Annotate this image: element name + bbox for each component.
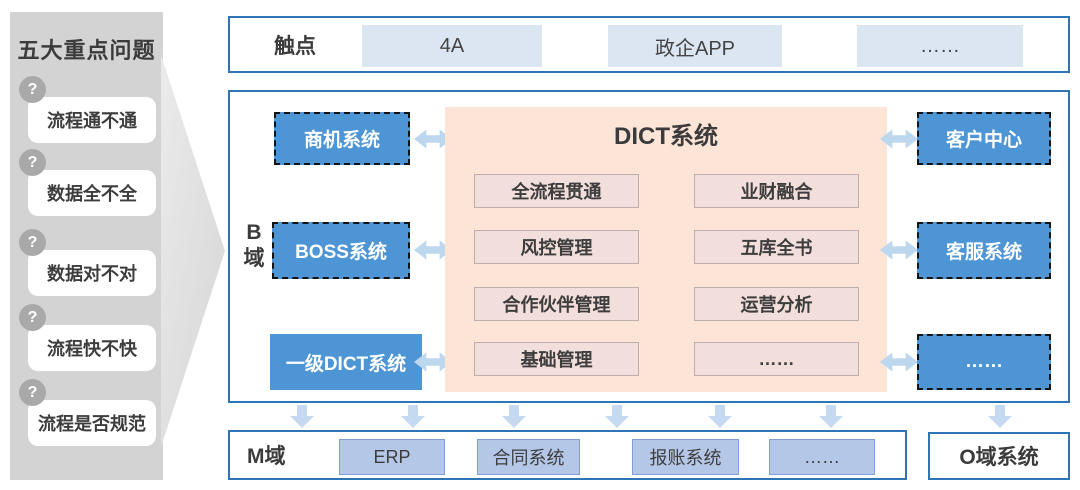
question-item: ? 数据全不全 (19, 149, 156, 216)
question-label: 流程通不通 (47, 111, 137, 131)
question-label: 流程快不快 (47, 339, 137, 359)
question-mark-icon: ? (19, 76, 46, 103)
touchpoint-chip-4a: 4A (362, 25, 542, 67)
system-box-customer-center: 客户中心 (917, 112, 1051, 165)
question-label: 数据全不全 (47, 184, 137, 204)
right-arrow-shape (161, 55, 225, 447)
down-arrow-icon (290, 405, 314, 428)
question-mark-icon: ? (19, 229, 46, 256)
double-arrow-icon (414, 240, 452, 260)
system-box-boss: BOSS系统 (272, 222, 410, 279)
m-domain-chip-erp: ERP (339, 439, 445, 475)
feature-box: 业财融合 (694, 174, 859, 208)
system-box-customer-service: 客服系统 (917, 222, 1051, 279)
dict-title: DICT系统 (614, 123, 718, 150)
touchpoint-chip-gov-app: 政企APP (608, 25, 782, 67)
double-arrow-icon (880, 240, 918, 260)
m-domain-chip-contract: 合同系统 (477, 439, 580, 475)
feature-box: 合作伙伴管理 (474, 287, 639, 321)
question-mark-icon: ? (19, 149, 46, 176)
question-item: ? 流程通不通 (19, 76, 156, 143)
down-arrow-icon (401, 405, 425, 428)
double-arrow-icon (414, 352, 452, 372)
b-domain-panel: B域 商机系统 BOSS系统 一级DICT系统 DICT系统 全流程贯通 业财融… (228, 90, 1070, 403)
question-item: ? 数据对不对 (19, 229, 156, 296)
double-arrow-icon (880, 129, 918, 149)
double-arrow-icon (880, 352, 918, 372)
feature-box: 运营分析 (694, 287, 859, 321)
o-domain-label: O域系统 (959, 446, 1039, 469)
touchpoint-label: 触点 (274, 34, 316, 58)
key-questions-panel: 五大重点问题 ? 流程通不通 ? 数据全不全 ? 数据对不对 ? 流程快不快 ?… (10, 12, 163, 480)
touchpoint-bar: 触点 4A 政企APP …… (228, 16, 1070, 73)
double-arrow-icon (414, 129, 452, 149)
system-box-level1-dict: 一级DICT系统 (270, 334, 422, 390)
question-label: 流程是否规范 (38, 414, 146, 434)
down-arrow-icon (502, 405, 526, 428)
o-domain-panel: O域系统 (928, 432, 1070, 480)
feature-box: 全流程贯通 (474, 174, 639, 208)
question-label: 数据对不对 (47, 264, 137, 284)
feature-box: 风控管理 (474, 230, 639, 264)
question-item: ? 流程是否规范 (19, 379, 156, 446)
down-arrow-icon (988, 405, 1012, 428)
down-arrow-icon (708, 405, 732, 428)
touchpoint-chip-more: …… (857, 25, 1023, 67)
dict-panel: DICT系统 全流程贯通 业财融合 风控管理 五库全书 合作伙伴管理 运营分析 … (445, 107, 887, 392)
question-item: ? 流程快不快 (19, 304, 156, 371)
system-box-more: …… (917, 334, 1051, 390)
down-arrow-icon (605, 405, 629, 428)
feature-box: 基础管理 (474, 342, 639, 376)
down-arrow-icon (819, 405, 843, 428)
system-box-business-opportunity: 商机系统 (274, 112, 410, 165)
m-domain-panel: M域 ERP 合同系统 报账系统 …… (228, 430, 907, 480)
feature-box: …… (694, 342, 859, 376)
question-mark-icon: ? (19, 304, 46, 331)
b-domain-label: B域 (243, 221, 265, 271)
m-domain-chip-more: …… (769, 439, 875, 475)
question-mark-icon: ? (19, 379, 46, 406)
panel-title: 五大重点问题 (17, 38, 156, 63)
m-domain-label: M域 (247, 445, 286, 468)
feature-box: 五库全书 (694, 230, 859, 264)
m-domain-chip-reimbursement: 报账系统 (632, 439, 739, 475)
